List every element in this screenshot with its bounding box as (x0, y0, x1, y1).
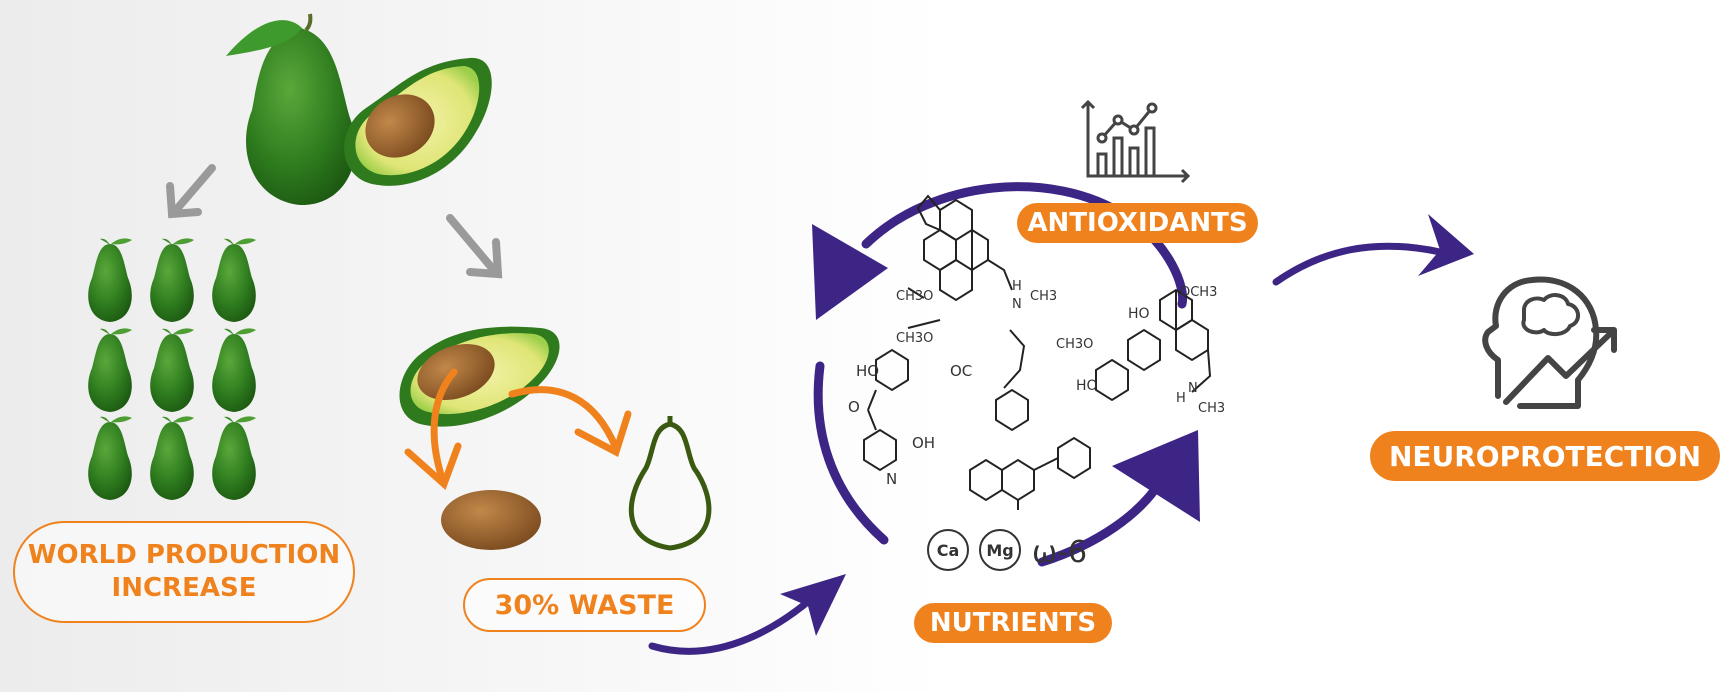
avocado-grid (88, 238, 256, 500)
svg-text:HO: HO (1076, 378, 1098, 394)
svg-text:N: N (1188, 381, 1198, 396)
brain-head-icon (1482, 276, 1617, 409)
mineral-mg-icon: Mg (979, 529, 1021, 571)
svg-text:CH3O: CH3O (896, 289, 933, 304)
svg-text:H: H (1012, 279, 1022, 294)
gray-arrow-right (446, 214, 503, 279)
svg-text:Ca: Ca (937, 541, 960, 560)
bar-chart-icon (1080, 99, 1191, 184)
svg-text:Mg: Mg (986, 541, 1013, 560)
svg-text:OH: OH (912, 434, 935, 452)
orange-arrow-seed (404, 368, 462, 491)
chemical-structures: CH3O CH3O H N CH3 OCH3 HO CH3O HO N H CH… (848, 194, 1225, 510)
purple-arrow-to-neuro (1272, 214, 1474, 286)
svg-text:CH3O: CH3O (896, 331, 933, 346)
svg-text:H: H (1176, 391, 1186, 406)
svg-text:N: N (1012, 297, 1022, 312)
orange-arrow-peel (508, 386, 632, 458)
cycle-arrow-bottom (813, 361, 1200, 567)
neuroprotection-label: NEUROPROTECTION (1370, 431, 1720, 481)
cycle-arrow-top (812, 182, 1188, 320)
avocado-half-waste-icon (399, 326, 560, 427)
svg-text:CH3: CH3 (1030, 289, 1057, 304)
svg-text:CH3O: CH3O (1056, 337, 1093, 352)
fatty-acid-label: ω-6 (1032, 535, 1087, 570)
svg-text:CH3: CH3 (1198, 401, 1225, 416)
svg-text:OC: OC (950, 362, 972, 380)
antioxidants-label: ANTIOXIDANTS (1017, 203, 1258, 243)
svg-text:OCH3: OCH3 (1180, 285, 1217, 300)
svg-text:O: O (848, 398, 860, 416)
mineral-ca-icon: Ca (927, 529, 969, 571)
nutrients-label: NUTRIENTS (914, 603, 1112, 643)
avocado-icon (226, 13, 356, 206)
avocado-seed-icon (441, 490, 541, 550)
gray-arrow-left (166, 164, 216, 219)
svg-text:HO: HO (1128, 306, 1150, 322)
waste-label: 30% WASTE (463, 578, 706, 632)
avocado-half-icon (344, 57, 492, 186)
avocado-outline-icon (628, 421, 712, 551)
purple-arrow-to-cycle (648, 574, 846, 655)
svg-text:N: N (886, 470, 897, 488)
svg-text:HO: HO (856, 362, 879, 380)
world-production-label: WORLD PRODUCTION INCREASE (13, 521, 355, 623)
